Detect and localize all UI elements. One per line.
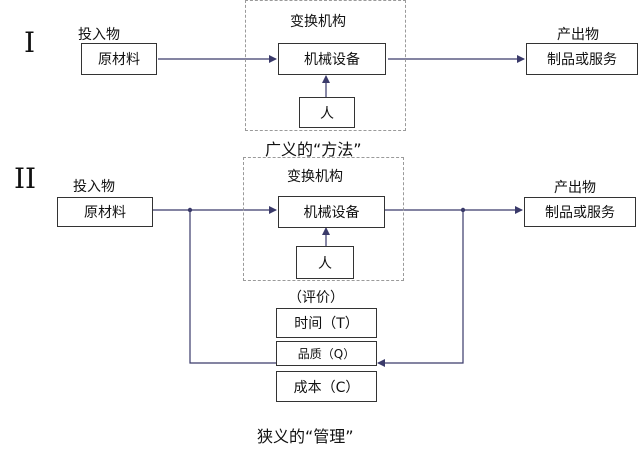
person-box-2: 人	[296, 246, 354, 279]
feedback-to-evaluation	[377, 210, 464, 367]
transformation-label-2: 变换机构	[287, 169, 343, 185]
feedback-to-input	[189, 210, 276, 364]
product-service-box-2: 制品或服务	[524, 197, 636, 227]
evaluation-label: （评价）	[288, 290, 344, 306]
diagram-1-caption: 广义的“方法”	[265, 140, 362, 159]
product-service-box-1: 制品或服务	[526, 43, 638, 75]
machinery-box-2: 机械设备	[278, 196, 385, 228]
diagram-2-caption: 狭义的“管理”	[257, 427, 354, 446]
raw-material-box-1: 原材料	[81, 43, 157, 75]
input-label-1: 投入物	[78, 27, 120, 43]
raw-material-box-2: 原材料	[57, 197, 153, 227]
machinery-box-1: 机械设备	[278, 43, 386, 75]
quality-box: 品质（Q）	[276, 341, 377, 366]
person-box-1: 人	[299, 97, 355, 128]
transformation-frame-1	[245, 0, 406, 131]
output-label-2: 产出物	[554, 180, 596, 196]
cost-box: 成本（C）	[276, 371, 377, 402]
input-label-2: 投入物	[73, 179, 115, 195]
transformation-frame-2	[243, 157, 404, 281]
transformation-label-1: 变换机构	[290, 14, 346, 30]
diagram-2-numeral: II	[14, 162, 37, 195]
time-box: 时间（T）	[276, 308, 377, 338]
output-label-1: 产出物	[557, 27, 599, 43]
diagram-1-numeral: I	[24, 26, 36, 59]
